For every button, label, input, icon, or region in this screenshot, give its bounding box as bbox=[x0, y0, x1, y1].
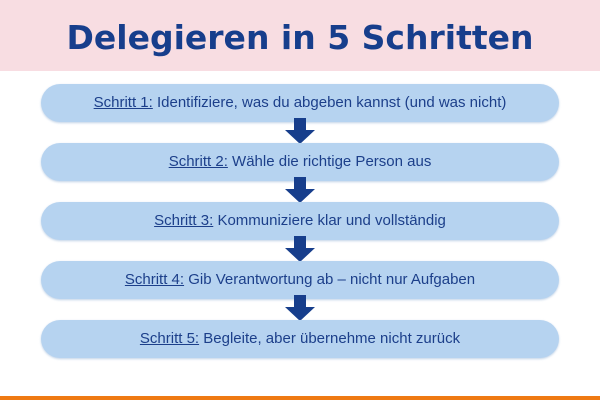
step-4-text: Gib Verantwortung ab – nicht nur Aufgabe… bbox=[184, 271, 476, 288]
header-banner: Delegieren in 5 Schritten bbox=[0, 0, 600, 71]
footer-divider bbox=[0, 396, 600, 400]
arrow-down-icon bbox=[285, 236, 315, 262]
step-5-text: Begleite, aber übernehme nicht zurück bbox=[199, 330, 461, 347]
step-4-box: Schritt 4: Gib Verantwortung ab – nicht … bbox=[41, 261, 559, 299]
step-5-label: Schritt 5: bbox=[139, 330, 200, 347]
step-3-label: Schritt 3: bbox=[154, 212, 214, 229]
arrow-down-icon bbox=[285, 177, 315, 203]
step-4-label: Schritt 4: bbox=[124, 271, 185, 288]
step-3-text: Kommuniziere klar und vollständig bbox=[213, 212, 446, 229]
step-2-box: Schritt 2: Wähle die richtige Person aus bbox=[41, 143, 559, 181]
step-2-text: Wähle die richtige Person aus bbox=[227, 153, 432, 170]
step-1-label: Schritt 1: bbox=[93, 94, 153, 111]
step-5-box: Schritt 5: Begleite, aber übernehme nich… bbox=[41, 320, 559, 358]
page-title: Delegieren in 5 Schritten bbox=[66, 18, 534, 57]
step-3-box: Schritt 3: Kommuniziere klar und vollstä… bbox=[41, 202, 559, 240]
arrow-down-icon bbox=[285, 118, 315, 144]
arrow-down-icon bbox=[285, 295, 315, 321]
step-2-label: Schritt 2: bbox=[168, 153, 228, 170]
step-1-box: Schritt 1: Identifiziere, was du abgeben… bbox=[41, 84, 559, 122]
step-1-text: Identifiziere, was du abgeben kannst (un… bbox=[152, 94, 507, 111]
